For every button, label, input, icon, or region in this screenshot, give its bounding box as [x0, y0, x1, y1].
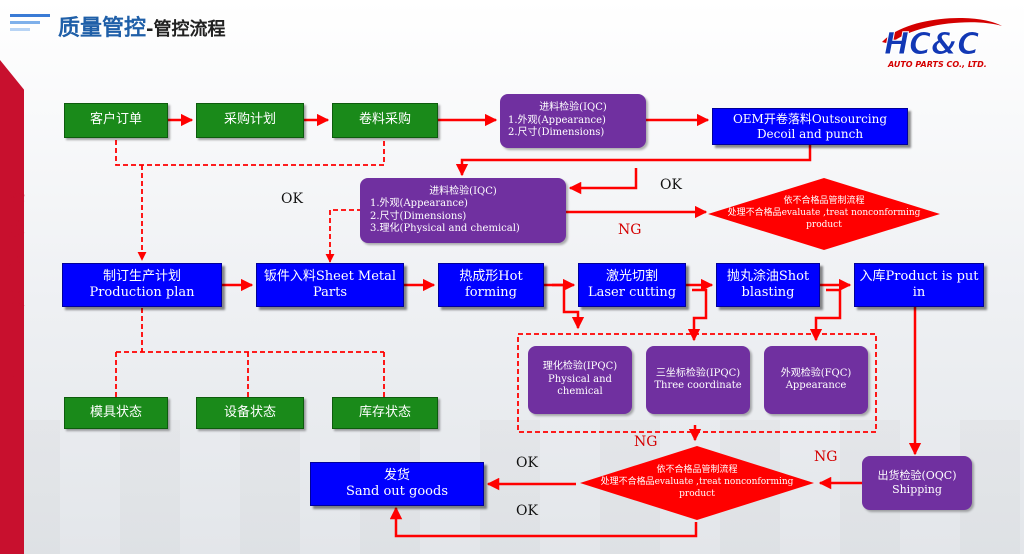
sheet-metal-line-1: 钣件入料Sheet Metal [263, 268, 397, 284]
iqc-line: 1.外观(Appearance) [508, 114, 606, 126]
coil-purchase-box: 卷料采购 [332, 103, 438, 138]
background-floor [0, 420, 1024, 554]
shot-blasting-line-2: blasting [741, 285, 795, 300]
purchase-plan-box: 采购计划 [196, 103, 304, 138]
fqc-appearance-box: 外观检验(FQC) Appearance [764, 346, 868, 414]
incoming-inspection-box-2: 进料检验(IQC) 1.外观(Appearance) 2.尺寸(Dimensio… [360, 178, 566, 243]
laser-cutting-line-2: Laser cutting [587, 285, 677, 300]
ok-label: OK [516, 503, 538, 519]
side-label-char: 型 [7, 255, 25, 275]
ok-label: OK [281, 191, 303, 207]
iqc-line: 1.外观(Appearance) [370, 198, 468, 209]
production-plan-line-2: Production plan [89, 285, 195, 300]
iqc-title: 进料检验(IQC) [429, 185, 497, 197]
iqc-line: 3.理化(Physical and chemical) [370, 223, 520, 234]
iqc-line: 2.尺寸(Dimensions) [508, 127, 605, 139]
nonconforming-diamond-1: 依不合格品管制流程 处理不合格品evaluate ,treat nonconfo… [706, 176, 942, 252]
nc-line-2: 处理不合格品evaluate ,treat nonconforming [727, 208, 921, 219]
nc-line-1: 依不合格品管制流程 [656, 465, 738, 476]
production-plan-box: 制订生产计划 Production plan [62, 263, 222, 307]
logo-text: HC&C [884, 27, 979, 62]
title-main: 质量管控 [58, 16, 147, 41]
side-label-char: 热 [7, 185, 25, 205]
nonconforming-diamond-2: 依不合格品管制流程 处理不合格品evaluate ,treat nonconfo… [578, 444, 816, 522]
oem-line-1: OEM开卷落料Outsourcing [732, 111, 888, 126]
ipqc-three-line-1: 三坐标检验(IPQC) [655, 367, 741, 379]
hot-forming-box: 热成形Hot forming [438, 263, 544, 307]
nc-line-3: product [679, 488, 715, 499]
warehouse-in-line-1: 入库Product is put [859, 268, 979, 284]
ship-line-2: Sand out goods [345, 484, 448, 499]
ng-label: NG [634, 434, 658, 450]
ng-label: NG [618, 222, 642, 238]
shot-blasting-box: 抛丸涂油Shot blasting [716, 263, 820, 307]
hot-forming-line-2: forming [464, 285, 518, 300]
side-label-char: 产 [7, 325, 25, 345]
ipqc-physical-line-2: Physical and [548, 373, 612, 385]
title-sub: -管控流程 [146, 19, 226, 40]
side-label-char: 品 [7, 360, 25, 380]
side-category-label: 热 成 型 类 产 品 [4, 178, 28, 388]
ipqc-physical-line-1: 理化检验(IPQC) [542, 361, 618, 373]
warehouse-in-line-2: in [912, 285, 926, 300]
side-label-char: 类 [7, 290, 25, 310]
ipqc-physical-line-3: chemical [557, 386, 603, 398]
oqc-shipping-box: 出货检验(OQC) Shipping [862, 456, 972, 510]
page-title: 质量管控-管控流程 [58, 10, 226, 42]
mold-status-box: 模具状态 [64, 397, 168, 429]
side-label-char: 成 [7, 220, 25, 240]
iqc-title: 进料检验(IQC) [539, 102, 607, 114]
sheet-metal-box: 钣件入料Sheet Metal Parts [256, 263, 404, 307]
laser-cutting-line-1: 激光切割 [605, 268, 658, 284]
fqc-line-2: Appearance [785, 380, 847, 391]
ok-label: OK [516, 455, 538, 471]
title-decoration-icon [10, 14, 50, 32]
ipqc-three-line-2: Three coordinate [654, 380, 742, 391]
nc-line-3: product [806, 219, 842, 230]
customer-order-box: 客户订单 [64, 103, 168, 138]
production-plan-line-1: 制订生产计划 [102, 268, 181, 284]
oqc-line-2: Shipping [892, 483, 942, 496]
ship-goods-box: 发货 Sand out goods [310, 462, 484, 506]
ship-line-1: 发货 [383, 467, 410, 483]
hot-forming-line-1: 热成形Hot [459, 268, 523, 284]
logo-tagline: AUTO PARTS CO., LTD. [887, 60, 987, 69]
ipqc-three-coordinate-box: 三坐标检验(IPQC) Three coordinate [646, 346, 750, 414]
ng-label: NG [814, 449, 838, 465]
nc-line-2: 处理不合格品evaluate ,treat nonconforming [600, 477, 794, 488]
laser-cutting-box: 激光切割 Laser cutting [578, 263, 686, 307]
nc-line-1: 依不合格品管制流程 [783, 196, 865, 207]
fqc-line-1: 外观检验(FQC) [780, 367, 852, 379]
ipqc-physical-box: 理化检验(IPQC) Physical and chemical [528, 346, 632, 414]
left-accent-band [0, 60, 24, 554]
inventory-status-box: 库存状态 [332, 397, 438, 429]
oem-outsourcing-box: OEM开卷落料Outsourcing Decoil and punch [712, 108, 908, 145]
oqc-line-1: 出货检验(OQC) [877, 469, 957, 483]
incoming-inspection-box-1: 进料检验(IQC) 1.外观(Appearance) 2.尺寸(Dimensio… [500, 94, 646, 148]
oem-line-2: Decoil and punch [756, 126, 864, 141]
shot-blasting-line-1: 抛丸涂油Shot [726, 268, 810, 284]
company-logo: HC&C AUTO PARTS CO., LTD. [882, 18, 1002, 69]
iqc-line: 2.尺寸(Dimensions) [370, 210, 467, 222]
sheet-metal-line-2: Parts [312, 285, 348, 300]
warehouse-in-box: 入库Product is put in [854, 263, 984, 307]
equipment-status-box: 设备状态 [196, 397, 304, 429]
ok-label: OK [660, 177, 682, 193]
